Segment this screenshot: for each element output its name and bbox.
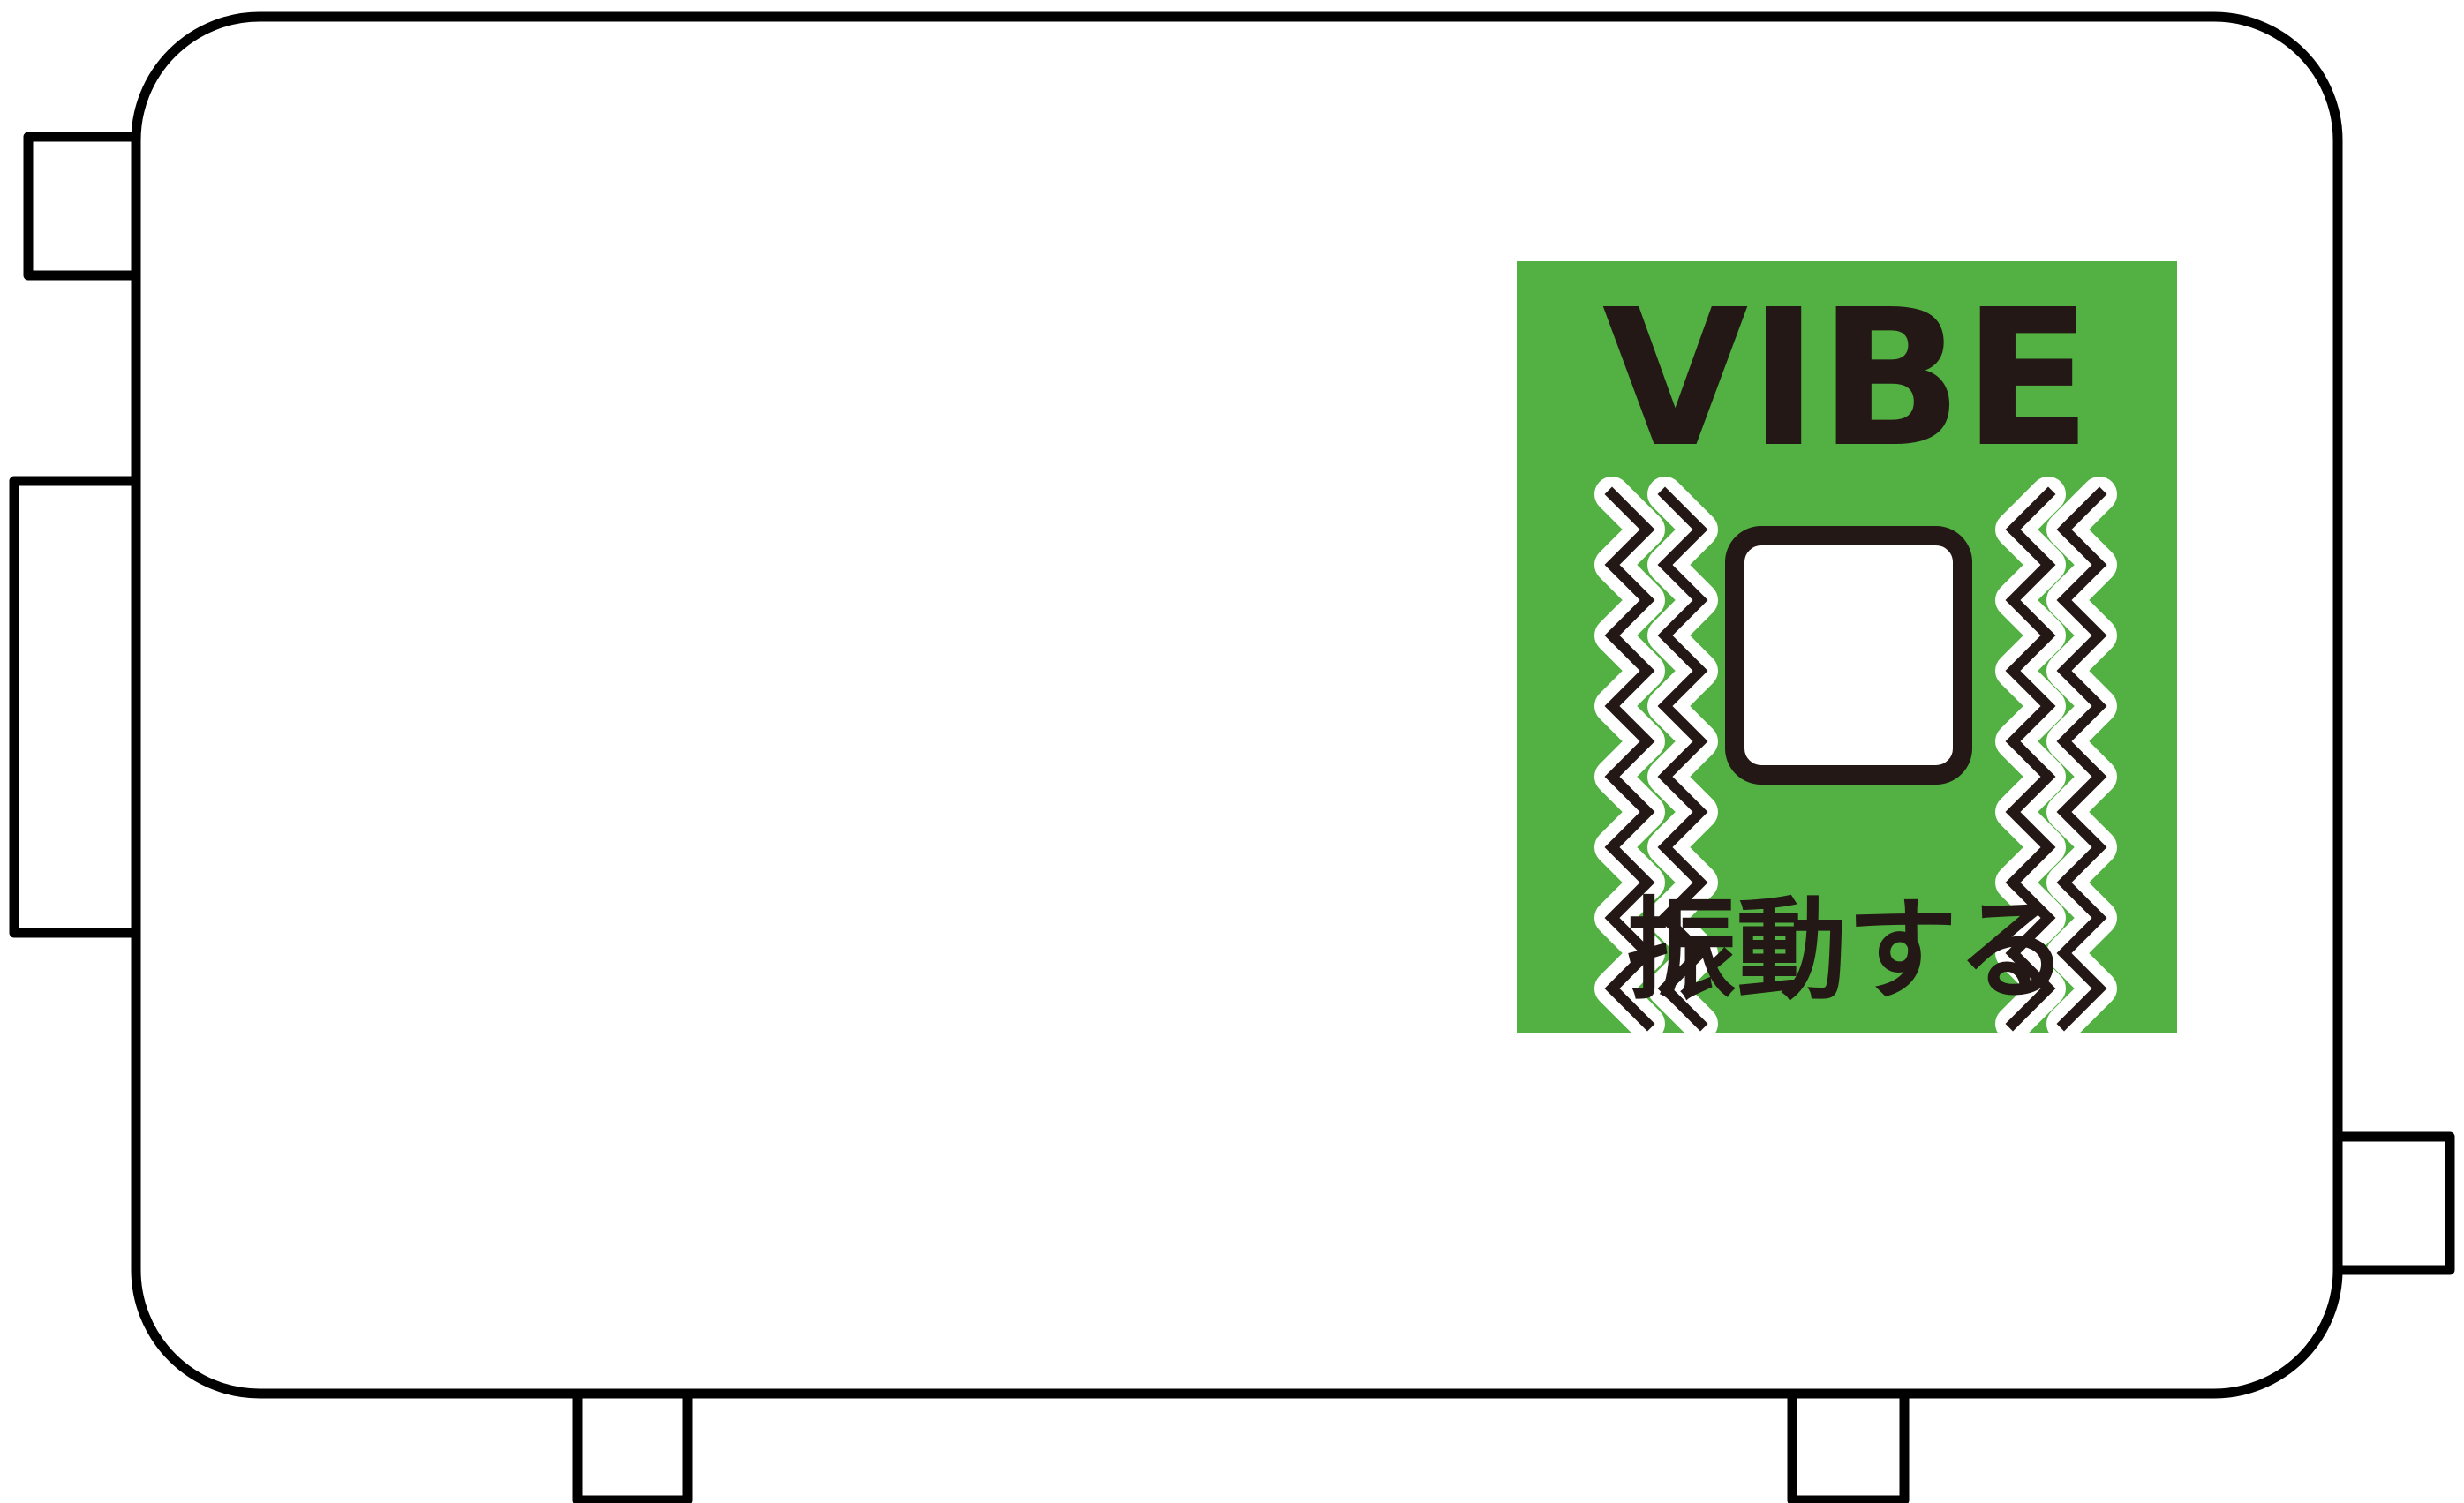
vibe-caption: 振動する [1626, 887, 2068, 1015]
left-top-tab [23, 132, 141, 281]
vibrating-device-symbol [1725, 526, 1972, 785]
left-large-tab [9, 476, 141, 938]
vibe-panel: VIBE 振動する [1517, 261, 2177, 1041]
vibration-icon [1594, 477, 2117, 1041]
right-tab [2332, 1131, 2455, 1275]
vibe-title: VIBE [1602, 269, 2092, 489]
